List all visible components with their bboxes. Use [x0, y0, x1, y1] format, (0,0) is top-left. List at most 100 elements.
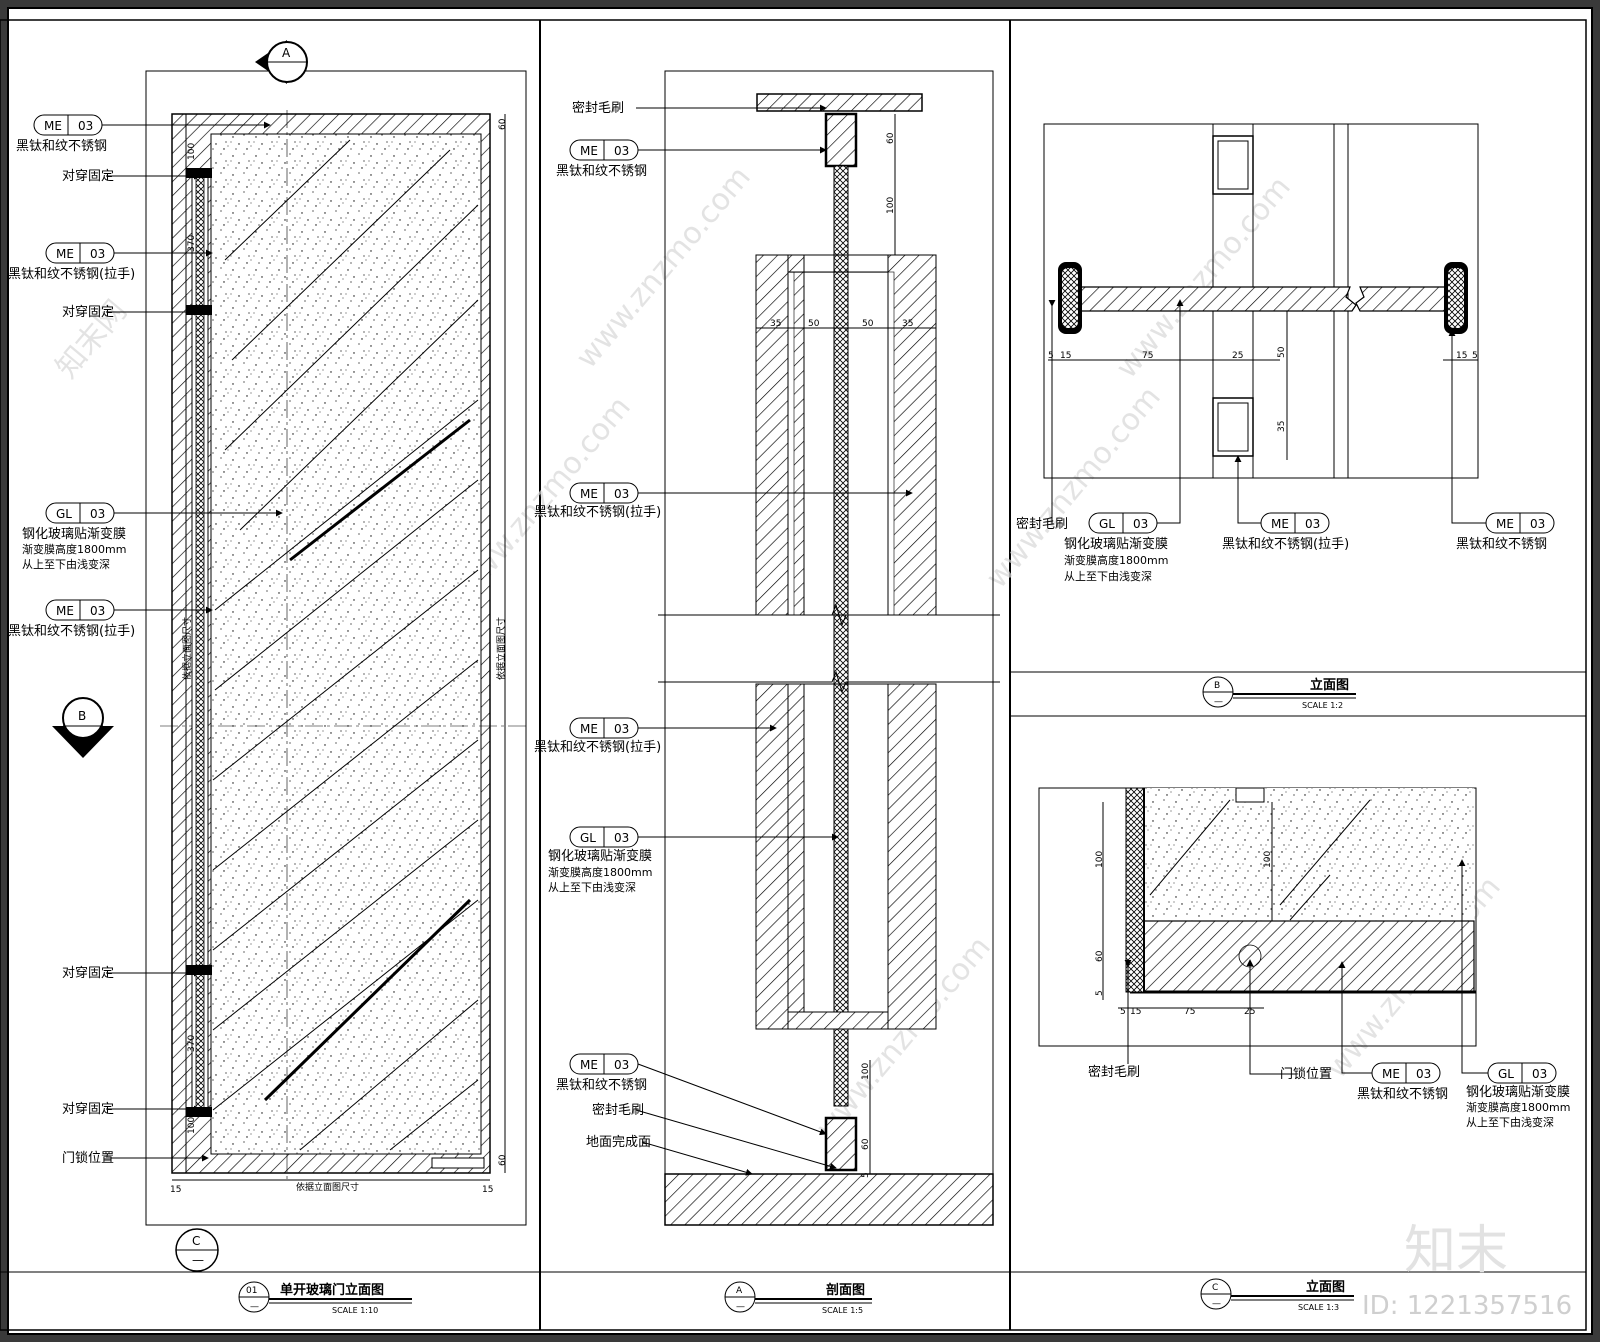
svg-text:GL: GL: [1099, 517, 1115, 531]
svg-text:03: 03: [614, 831, 629, 845]
svg-text:对穿固定: 对穿固定: [62, 1101, 114, 1117]
svg-text:ME: ME: [580, 1058, 598, 1072]
dim-a-60-top: 60: [886, 132, 896, 144]
svg-text:密封毛刷: 密封毛刷: [1016, 516, 1068, 532]
svg-text:A: A: [736, 1286, 743, 1296]
dim-60-top: 60: [498, 118, 508, 130]
dim-100-top: 100: [187, 143, 197, 160]
svg-text:门锁位置: 门锁位置: [1280, 1066, 1332, 1082]
dim-a-60-bottom: 60: [861, 1138, 871, 1150]
svg-text:渐变膜高度1800mm: 渐变膜高度1800mm: [548, 865, 652, 879]
svg-text:黑钛和纹不锈钢: 黑钛和纹不锈钢: [16, 139, 107, 154]
svg-text:钢化玻璃贴渐变膜: 钢化玻璃贴渐变膜: [548, 848, 652, 864]
svg-text:03: 03: [1416, 1067, 1431, 1081]
svg-text:渐变膜高度1800mm: 渐变膜高度1800mm: [22, 542, 126, 556]
brand-logo: 知末: [1404, 1221, 1508, 1281]
svg-text:—: —: [250, 1302, 259, 1312]
elevation-b-drawing: [1043, 123, 1479, 479]
svg-text:ME: ME: [1382, 1067, 1400, 1081]
dim-per-elevation-right: 依据立面图尺寸: [495, 617, 507, 680]
svg-text:—: —: [192, 1253, 204, 1267]
callout-through-fix-2: 对穿固定: [62, 304, 201, 320]
svg-text:渐变膜高度1800mm: 渐变膜高度1800mm: [1064, 553, 1168, 567]
svg-text:C: C: [1212, 1283, 1218, 1293]
svg-text:03: 03: [78, 119, 93, 133]
svg-text:ME: ME: [44, 119, 62, 133]
svg-text:密封毛刷: 密封毛刷: [1088, 1064, 1140, 1080]
dim-c-5-l: 5: [1095, 990, 1105, 996]
callout-lock-position: 门锁位置: [62, 1150, 209, 1166]
callout-a-brush-top: 密封毛刷: [572, 100, 827, 116]
svg-text:立面图: 立面图: [1310, 677, 1349, 693]
svg-text:C: C: [192, 1234, 200, 1248]
section-marker-b: B: [52, 697, 114, 758]
dim-per-elevation-left: 依据立面图尺寸: [181, 617, 193, 680]
svg-text:B: B: [78, 709, 86, 723]
callout-a-floor: 地面完成面: [586, 1135, 753, 1176]
title-block-b: B — 立面图 SCALE 1:2: [1202, 676, 1356, 710]
svg-text:钢化玻璃贴渐变膜: 钢化玻璃贴渐变膜: [1064, 536, 1168, 552]
callout-c-lock: 门锁位置: [1246, 959, 1332, 1082]
svg-text:黑钛和纹不锈钢(拉手): 黑钛和纹不锈钢(拉手): [8, 624, 135, 639]
title-block-a: A — 剖面图 SCALE 1:5: [724, 1281, 872, 1315]
svg-text:03: 03: [1305, 517, 1320, 531]
svg-text:A: A: [282, 46, 291, 60]
callout-through-fix-3: 对穿固定: [62, 965, 201, 981]
svg-text:03: 03: [90, 247, 105, 261]
dim-c-100-l: 100: [1095, 851, 1105, 868]
svg-text:从上至下由浅变深: 从上至下由浅变深: [548, 880, 636, 894]
svg-text:03: 03: [1133, 517, 1148, 531]
svg-text:从上至下由浅变深: 从上至下由浅变深: [1064, 569, 1152, 583]
dim-370-bottom: 370: [187, 1035, 197, 1052]
dim-b-75: 75: [1142, 351, 1153, 361]
svg-text:密封毛刷: 密封毛刷: [572, 100, 624, 116]
section-marker-c: C —: [175, 1228, 219, 1272]
dim-370-top: 370: [187, 235, 197, 252]
svg-text:黑钛和纹不锈钢: 黑钛和纹不锈钢: [1456, 537, 1547, 552]
door-elevation-drawing: [145, 70, 530, 1226]
section-a-drawing: [658, 70, 1000, 1226]
svg-text:03: 03: [90, 507, 105, 521]
dim-b-15-r: 15: [1456, 351, 1467, 361]
dim-c-75: 75: [1184, 1007, 1195, 1017]
svg-text:ME: ME: [56, 604, 74, 618]
dim-per-elevation: 依据立面图尺寸: [296, 1181, 359, 1193]
section-marker-a: A: [255, 40, 308, 84]
svg-text:03: 03: [1530, 517, 1545, 531]
svg-text:ME: ME: [580, 487, 598, 501]
image-id: ID: 1221357516: [1362, 1291, 1572, 1321]
svg-text:黑钛和纹不锈钢(拉手): 黑钛和纹不锈钢(拉手): [8, 267, 135, 282]
svg-text:黑钛和纹不锈钢(拉手): 黑钛和纹不锈钢(拉手): [534, 740, 661, 755]
svg-text:对穿固定: 对穿固定: [62, 304, 114, 320]
svg-text:GL: GL: [580, 831, 596, 845]
dim-c-100-m: 100: [1263, 851, 1273, 868]
svg-text:03: 03: [614, 487, 629, 501]
svg-text:钢化玻璃贴渐变膜: 钢化玻璃贴渐变膜: [22, 526, 126, 542]
callout-a-me-03-bottom: ME 03 黑钛和纹不锈钢: [556, 1053, 827, 1136]
dim-60-bottom: 60: [498, 1154, 508, 1166]
svg-text:从上至下由浅变深: 从上至下由浅变深: [1466, 1115, 1554, 1129]
title-block-01: 01 — 单开玻璃门立面图 SCALE 1:10: [238, 1281, 412, 1315]
svg-text:ME: ME: [580, 722, 598, 736]
svg-text:渐变膜高度1800mm: 渐变膜高度1800mm: [1466, 1100, 1570, 1114]
svg-text:—: —: [1212, 1299, 1221, 1309]
svg-text:ME: ME: [580, 144, 598, 158]
dim-100-bottom: 100: [187, 1117, 197, 1134]
svg-text:黑钛和纹不锈钢: 黑钛和纹不锈钢: [556, 1078, 647, 1093]
callout-a-gl-03: GL 03 钢化玻璃贴渐变膜 渐变膜高度1800mm 从上至下由浅变深: [548, 826, 839, 894]
dim-15-left: 15: [170, 1185, 181, 1195]
svg-text:GL: GL: [56, 507, 72, 521]
dim-b-5: 5: [1048, 351, 1054, 361]
svg-text:03: 03: [1532, 1067, 1547, 1081]
dim-c-15: 15: [1130, 1007, 1141, 1017]
callout-me-03-top: ME 03 黑钛和纹不锈钢: [16, 114, 271, 154]
dim-b-25: 25: [1232, 351, 1243, 361]
svg-text:03: 03: [614, 1058, 629, 1072]
svg-text:剖面图: 剖面图: [826, 1282, 865, 1298]
callout-b-brush: 密封毛刷: [1016, 299, 1068, 532]
